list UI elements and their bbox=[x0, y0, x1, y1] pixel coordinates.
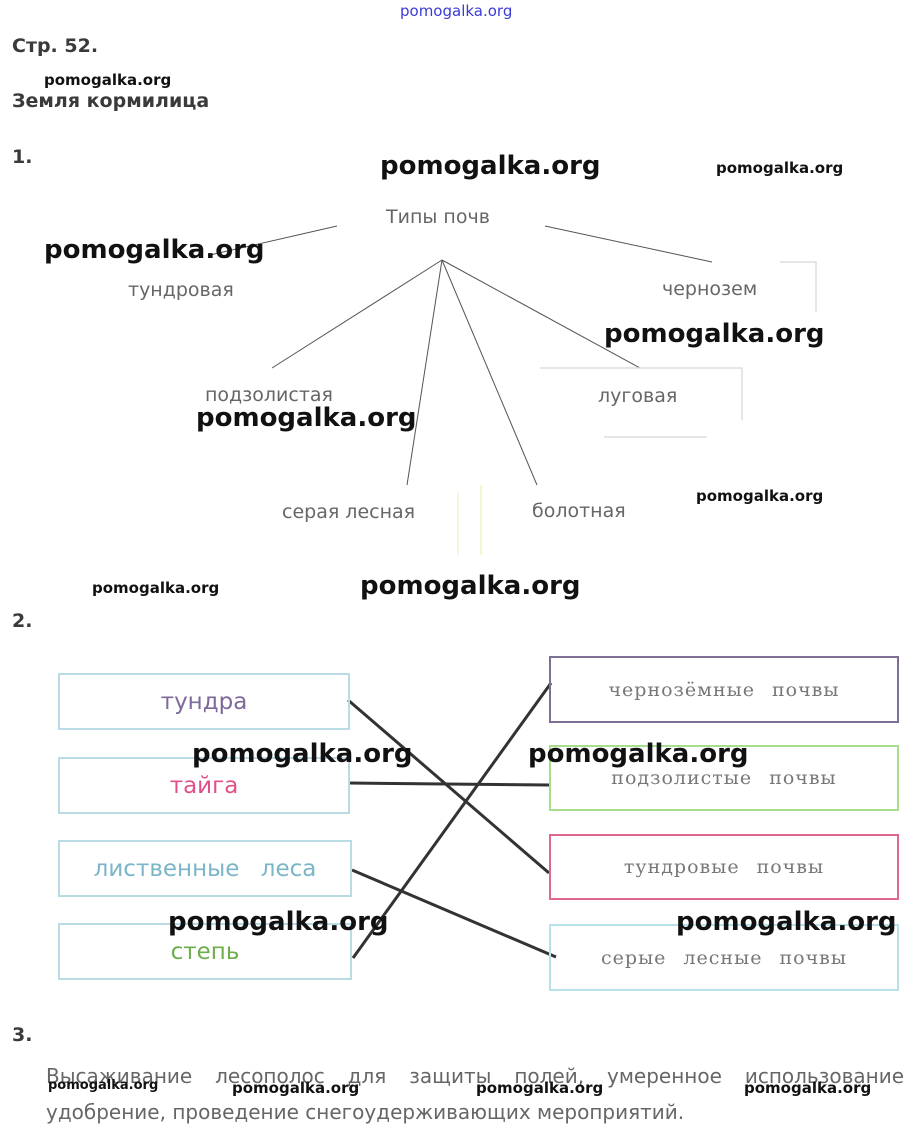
watermark: pomogalka.org bbox=[604, 319, 825, 349]
watermark: pomogalka.org bbox=[696, 487, 824, 505]
match-line-tundra bbox=[347, 698, 550, 875]
watermark: pomogalka.org bbox=[360, 571, 581, 601]
task-3-number: 3. bbox=[12, 1024, 33, 1046]
task-3-answer: Высаживание лесополос для защиты полей, … bbox=[46, 1064, 904, 1124]
line-root-lugovaya bbox=[441, 259, 641, 369]
watermark: pomogalka.org bbox=[676, 907, 897, 937]
right-box-chernozemnye: чернозёмные почвы bbox=[549, 656, 899, 723]
tree-node-seraya-lesnaya: серая лесная bbox=[282, 501, 416, 523]
tree-root-node: Типы почв bbox=[386, 206, 490, 228]
tree-node-bolotnaya: болотная bbox=[532, 500, 626, 522]
right-box-serye-lesnye: серые лесные почвы bbox=[549, 924, 899, 991]
tree-node-podzolistaya: подзолистая bbox=[205, 384, 333, 406]
left-label-taiga: тайга bbox=[169, 772, 239, 799]
right-label-podzolistye: подзолистые почвы bbox=[611, 767, 837, 789]
line-root-chernozem bbox=[544, 225, 713, 263]
topic-title: Земля кормилица bbox=[12, 90, 210, 112]
right-label-tundrovye: тундровые почвы bbox=[623, 856, 825, 878]
page-reference: Стр. 52. bbox=[12, 35, 99, 57]
tree-node-tundrovaya: тундровая bbox=[128, 279, 234, 301]
left-box-step: степь bbox=[58, 923, 352, 980]
watermark: pomogalka.org bbox=[528, 739, 749, 769]
watermark: pomogalka.org bbox=[716, 159, 844, 177]
left-label-tundra: тундра bbox=[160, 688, 248, 715]
match-line-step bbox=[351, 682, 553, 959]
left-label-step: степь bbox=[170, 938, 240, 965]
watermark: pomogalka.org bbox=[232, 1079, 360, 1097]
match-line-taiga bbox=[347, 781, 550, 787]
line-root-tundrovaya bbox=[209, 225, 338, 256]
match-line-listvennye bbox=[351, 868, 557, 959]
watermark: pomogalka.org bbox=[48, 1078, 159, 1093]
right-label-chernozemnye: чернозёмные почвы bbox=[608, 678, 840, 701]
watermark: pomogalka.org bbox=[196, 403, 417, 433]
line-root-podzolistaya bbox=[271, 259, 443, 369]
right-box-podzolistye: подзолистые почвы bbox=[549, 745, 899, 811]
faint-frame-chernozem bbox=[780, 261, 817, 312]
tree-node-chernozem: чернозем bbox=[662, 278, 758, 300]
top-watermark[interactable]: pomogalka.org bbox=[400, 2, 513, 20]
left-box-taiga: тайга bbox=[58, 757, 350, 814]
right-label-serye-lesnye: серые лесные почвы bbox=[601, 946, 847, 969]
left-box-tundra: тундра bbox=[58, 673, 350, 730]
left-label-listvennye: лиственные леса bbox=[93, 855, 317, 882]
left-box-listvennye: лиственные леса bbox=[58, 840, 352, 897]
watermark: pomogalka.org bbox=[92, 579, 220, 597]
task-1-number: 1. bbox=[12, 146, 33, 168]
line-root-seraya bbox=[406, 259, 443, 486]
watermark: pomogalka.org bbox=[380, 151, 601, 181]
line-root-bolotnaya bbox=[441, 259, 538, 486]
right-box-tundrovye: тундровые почвы bbox=[549, 834, 899, 900]
faint-frame-lugovaya bbox=[540, 367, 743, 420]
watermark: pomogalka.org bbox=[476, 1079, 604, 1097]
task-2-number: 2. bbox=[12, 610, 33, 632]
watermark: pomogalka.org bbox=[744, 1079, 872, 1097]
watermark: pomogalka.org bbox=[168, 907, 389, 937]
watermark: pomogalka.org bbox=[44, 235, 265, 265]
watermark: pomogalka.org bbox=[192, 739, 413, 769]
watermark: pomogalka.org bbox=[44, 71, 172, 89]
tree-node-lugovaya: луговая bbox=[598, 385, 678, 407]
